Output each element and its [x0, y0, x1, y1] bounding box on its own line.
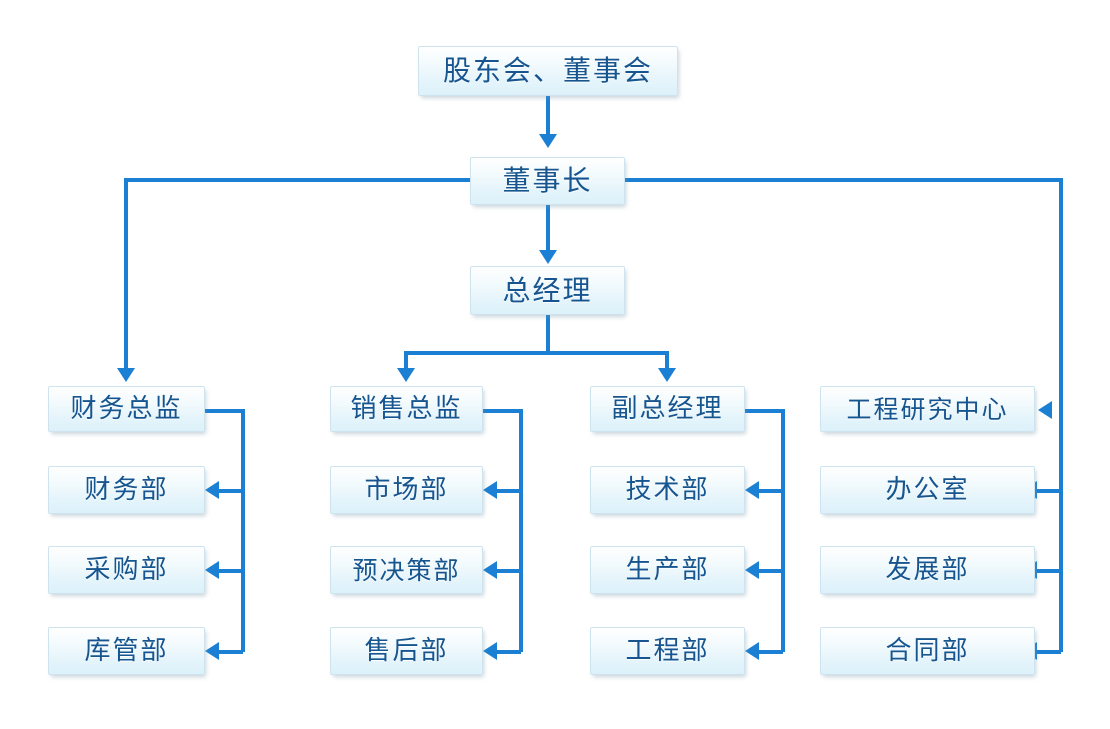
node-budget-dept[interactable]: 预决策部 — [330, 546, 483, 594]
connector-deputy-to-engineering-dept — [759, 650, 783, 654]
arrow-sales-to-marketing-dept — [483, 481, 497, 499]
node-marketing-dept-label: 市场部 — [364, 475, 449, 505]
node-engineering-dept[interactable]: 工程部 — [590, 627, 745, 675]
connector-sales-spine — [519, 409, 523, 652]
arrow-chairman-to-research-center — [1038, 401, 1052, 419]
connector-chairman-left-bus — [124, 178, 472, 182]
connector-deputy-to-production-dept — [759, 569, 783, 573]
node-technology-dept-label: 技术部 — [625, 475, 710, 505]
node-deputy-gm[interactable]: 副总经理 — [590, 386, 745, 432]
connector-research-to-development-dept — [1037, 569, 1061, 573]
connector-chairman-right-bus — [623, 178, 1063, 182]
node-chairman[interactable]: 董事长 — [470, 157, 625, 205]
node-purchasing-dept[interactable]: 采购部 — [48, 546, 205, 594]
arrow-gm-to-deputy-gm — [658, 368, 676, 382]
arrow-board-to-chairman — [539, 134, 557, 148]
connector-board-to-chairman-stem — [546, 96, 550, 134]
node-research-center-label: 工程研究中心 — [846, 394, 1009, 424]
arrow-deputy-to-engineering-dept — [745, 642, 759, 660]
node-technology-dept[interactable]: 技术部 — [590, 466, 745, 514]
arrow-sales-to-budget-dept — [483, 561, 497, 579]
connector-finance-to-warehouse-dept — [219, 650, 243, 654]
node-production-dept-label: 生产部 — [625, 555, 710, 585]
arrow-deputy-to-production-dept — [745, 561, 759, 579]
connector-research-to-office — [1037, 489, 1061, 493]
node-general-manager[interactable]: 总经理 — [470, 266, 625, 315]
connector-gm-to-sales-drop — [404, 351, 408, 370]
node-board-label: 股东会、董事会 — [442, 54, 653, 87]
connector-sales-head-out — [483, 409, 523, 413]
node-warehouse-dept-label: 库管部 — [84, 636, 169, 666]
connector-finance-to-finance-dept — [219, 489, 243, 493]
node-office-label: 办公室 — [885, 475, 970, 505]
arrow-sales-to-aftersales-dept — [483, 642, 497, 660]
node-sales-director-label: 销售总监 — [350, 394, 463, 424]
node-aftersales-dept-label: 售后部 — [364, 636, 449, 666]
node-chairman-label: 董事长 — [502, 164, 593, 197]
node-production-dept[interactable]: 生产部 — [590, 546, 745, 594]
node-warehouse-dept[interactable]: 库管部 — [48, 627, 205, 675]
connector-sales-to-marketing-dept — [497, 489, 521, 493]
connector-research-spine — [1059, 409, 1063, 652]
node-general-manager-label: 总经理 — [502, 273, 593, 307]
connector-gm-stem — [546, 315, 550, 355]
connector-finance-head-out — [205, 409, 245, 413]
connector-chairman-left-drop — [124, 178, 128, 368]
connector-deputy-head-out — [745, 409, 785, 413]
arrow-chairman-to-finance-director — [117, 368, 135, 382]
connector-gm-bus — [404, 351, 669, 355]
arrow-chairman-to-gm — [539, 250, 557, 264]
node-finance-dept[interactable]: 财务部 — [48, 466, 205, 514]
node-sales-director[interactable]: 销售总监 — [330, 386, 483, 432]
node-development-dept[interactable]: 发展部 — [820, 546, 1035, 594]
node-contract-dept[interactable]: 合同部 — [820, 627, 1035, 675]
node-aftersales-dept[interactable]: 售后部 — [330, 627, 483, 675]
node-office[interactable]: 办公室 — [820, 466, 1035, 514]
arrow-finance-to-finance-dept — [205, 481, 219, 499]
connector-chairman-to-gm-stem — [546, 205, 550, 250]
node-deputy-gm-label: 副总经理 — [611, 394, 724, 424]
connector-gm-to-deputy-drop — [665, 351, 669, 370]
node-marketing-dept[interactable]: 市场部 — [330, 466, 483, 514]
node-purchasing-dept-label: 采购部 — [84, 555, 169, 585]
connector-sales-to-budget-dept — [497, 569, 521, 573]
arrow-finance-to-warehouse-dept — [205, 642, 219, 660]
node-board[interactable]: 股东会、董事会 — [418, 46, 678, 96]
node-research-center[interactable]: 工程研究中心 — [820, 386, 1035, 432]
node-finance-dept-label: 财务部 — [84, 475, 169, 505]
connector-deputy-spine — [781, 409, 785, 652]
node-contract-dept-label: 合同部 — [885, 636, 970, 666]
node-finance-director-label: 财务总监 — [70, 394, 183, 424]
node-engineering-dept-label: 工程部 — [625, 636, 710, 666]
connector-deputy-to-technology-dept — [759, 489, 783, 493]
connector-sales-to-aftersales-dept — [497, 650, 521, 654]
node-finance-director[interactable]: 财务总监 — [48, 386, 205, 432]
arrow-gm-to-sales-director — [397, 368, 415, 382]
arrow-deputy-to-technology-dept — [745, 481, 759, 499]
node-budget-dept-label: 预决策部 — [352, 555, 461, 585]
connector-finance-to-purchasing-dept — [219, 569, 243, 573]
node-development-dept-label: 发展部 — [885, 555, 970, 585]
arrow-finance-to-purchasing-dept — [205, 561, 219, 579]
connector-research-to-contract-dept — [1037, 650, 1061, 654]
connector-finance-spine — [241, 409, 245, 652]
connector-chairman-right-drop — [1059, 178, 1063, 410]
